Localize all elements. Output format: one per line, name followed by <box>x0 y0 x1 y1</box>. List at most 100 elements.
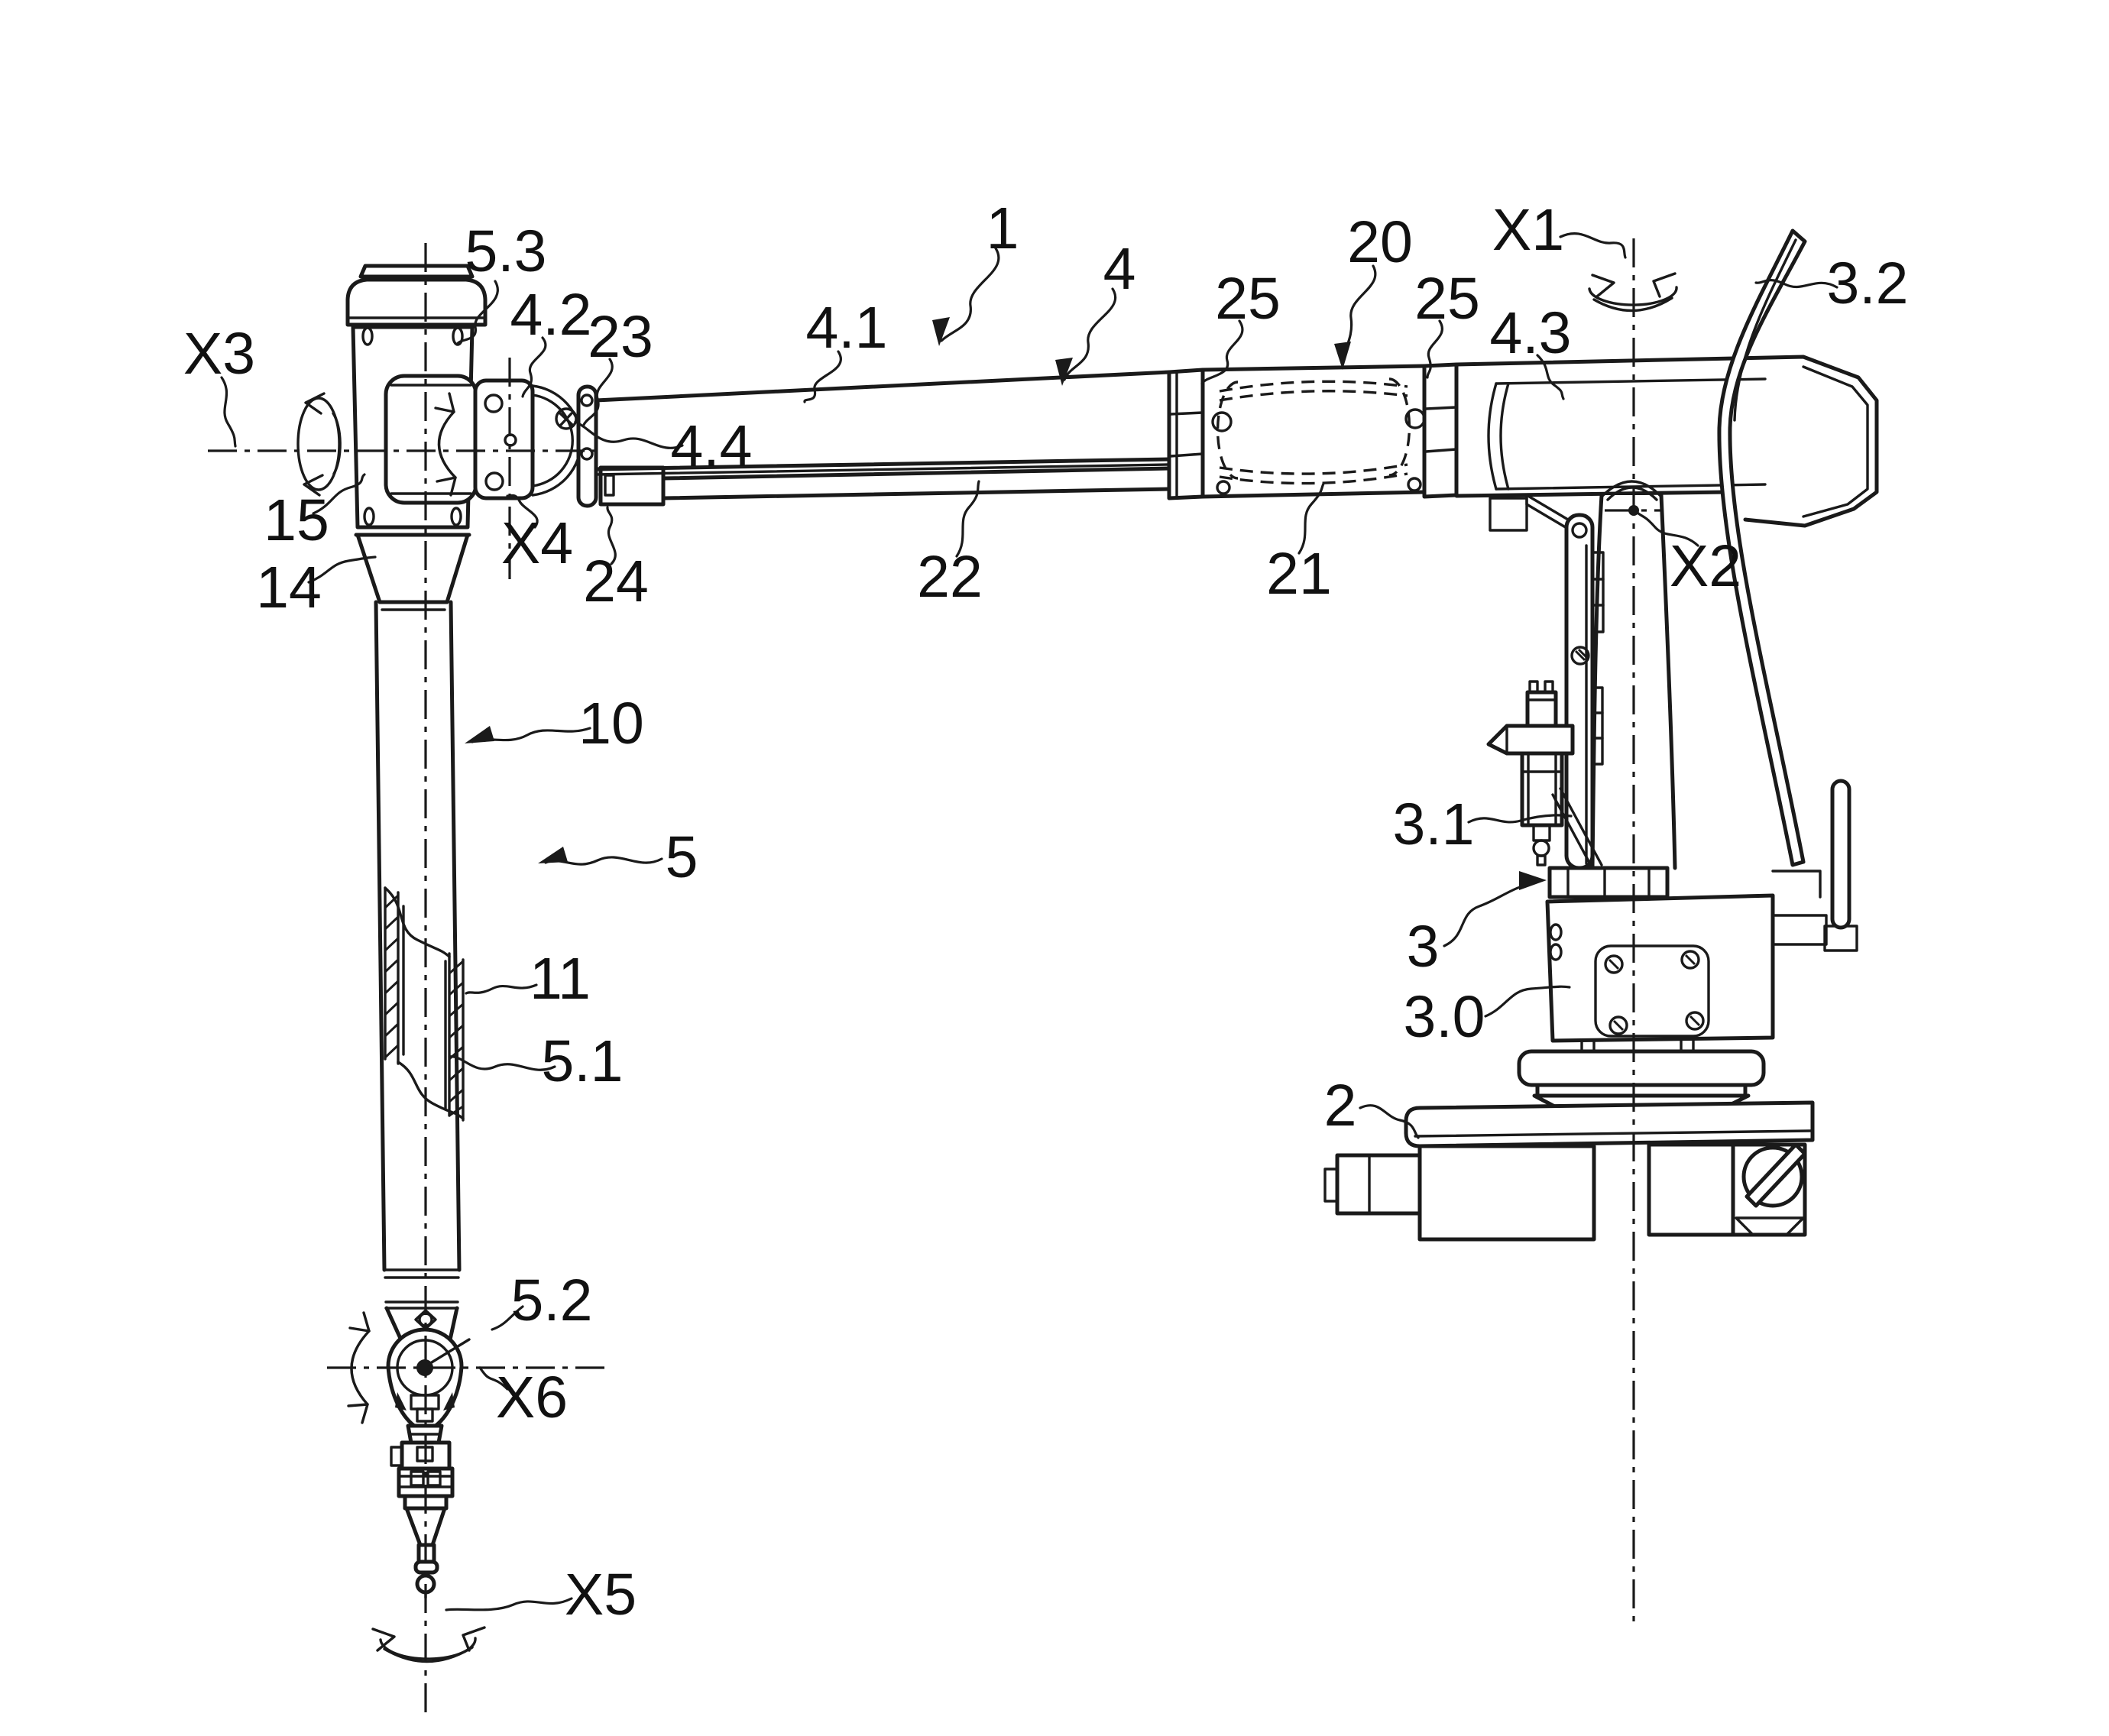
leader-3 <box>1443 880 1539 947</box>
antenna <box>1830 779 1851 930</box>
arrowhead-1 <box>932 317 950 346</box>
probe <box>390 1423 455 1599</box>
side-tab <box>1335 1153 1422 1216</box>
wrist-cone <box>384 1306 459 1346</box>
lower-rod <box>661 466 1171 500</box>
leader-11 <box>465 983 538 995</box>
leader-3.1 <box>1467 814 1573 824</box>
label-25-right: 25 <box>1414 266 1480 332</box>
leader-24 <box>606 506 617 565</box>
leader-25-right <box>1426 319 1443 379</box>
label-24: 24 <box>583 549 649 614</box>
label-15: 15 <box>264 487 329 553</box>
leader-4.1 <box>803 350 842 403</box>
handle-blade <box>1717 228 1807 867</box>
leader-x1 <box>1559 232 1627 259</box>
leader-21 <box>1297 482 1325 555</box>
screw-icon <box>555 407 578 430</box>
leader-3.0 <box>1484 985 1571 1018</box>
label-2: 2 <box>1324 1073 1357 1138</box>
support-column <box>1489 480 1677 870</box>
taper-section <box>354 533 471 604</box>
upper-tube <box>594 370 1171 403</box>
label-5-2: 5.2 <box>510 1268 592 1333</box>
label-3-0: 3.0 <box>1403 984 1485 1050</box>
tripod-head-left <box>1417 1144 1596 1242</box>
cutaway-section <box>384 886 465 1122</box>
base-box <box>1545 893 1775 1043</box>
label-4-2: 4.2 <box>510 282 591 348</box>
leader-x4 <box>506 494 539 529</box>
leader-15 <box>312 473 366 515</box>
base-plate-panel <box>1594 944 1710 1038</box>
leader-5.2 <box>491 1305 524 1331</box>
label-11: 11 <box>530 946 591 1012</box>
vertical-arm <box>347 600 471 1599</box>
arrowhead-20 <box>1334 342 1351 370</box>
bellows-ring-left <box>1167 368 1205 500</box>
tripod-plate <box>1404 1100 1815 1148</box>
label-x3: X3 <box>183 321 255 387</box>
right-housing <box>1454 355 1879 528</box>
label-5-1: 5.1 <box>541 1028 623 1094</box>
label-4-4: 4.4 <box>670 413 752 479</box>
bellows <box>1200 364 1427 499</box>
label-22: 22 <box>917 544 983 610</box>
leader-1 <box>940 247 1000 342</box>
label-25-left: 25 <box>1215 266 1281 332</box>
cap-body <box>345 277 488 327</box>
counterbalance <box>1486 680 1603 873</box>
bellows-ring-right <box>1422 362 1459 499</box>
label-10: 10 <box>578 691 644 756</box>
arrowhead-3 <box>1519 871 1547 890</box>
label-14: 14 <box>256 555 322 620</box>
leader-25-left <box>1200 319 1244 385</box>
label-3: 3 <box>1407 914 1440 980</box>
axis-lines <box>208 238 1663 1718</box>
label-3-2: 3.2 <box>1826 251 1908 316</box>
leader-lines <box>220 232 1838 1611</box>
label-x6: X6 <box>496 1365 568 1430</box>
arm-tube <box>374 600 462 1272</box>
rotation-arrow-x5 <box>371 1626 486 1663</box>
joint-arc <box>531 384 583 497</box>
base-unit <box>1323 779 1858 1242</box>
column-saddle <box>1600 480 1663 501</box>
leader-5.1 <box>448 1055 556 1071</box>
leader-x5 <box>445 1597 573 1611</box>
label-x1: X1 <box>1492 197 1564 263</box>
counterbalance-tip <box>1532 839 1550 857</box>
base-disc <box>1517 1049 1766 1087</box>
label-4: 4 <box>1103 236 1136 302</box>
leader-5.3 <box>455 280 499 346</box>
leader-x6 <box>478 1366 509 1391</box>
housing-outline <box>1454 355 1879 528</box>
label-x2: X2 <box>1670 533 1741 599</box>
counterbalance-bracket <box>1486 724 1575 756</box>
elbow-housing <box>351 325 475 530</box>
rotation-arrow-x3 <box>296 392 342 497</box>
leader-23 <box>582 358 614 426</box>
pivot-block <box>384 374 478 505</box>
label-4-3: 4.3 <box>1489 300 1571 366</box>
panel-screws <box>1604 950 1705 1035</box>
label-21: 21 <box>1266 541 1332 607</box>
handle <box>1717 228 1822 899</box>
antenna-mount <box>1823 925 1858 952</box>
leader-x3 <box>220 376 237 448</box>
tripod-head-right <box>1647 1142 1735 1237</box>
leader-3.2 <box>1754 279 1838 289</box>
leader-2 <box>1359 1104 1420 1139</box>
support-strut <box>1551 787 1603 873</box>
pivot-rotation-arrow <box>437 410 457 479</box>
housing-cap-inner <box>1802 365 1869 518</box>
leader-22 <box>955 480 980 558</box>
elbow-assembly <box>345 264 666 611</box>
knob-handle <box>1745 1142 1807 1208</box>
arrowhead-5 <box>538 847 568 863</box>
antenna-arm <box>1771 914 1828 946</box>
label-23: 23 <box>588 304 653 370</box>
label-x4: X4 <box>501 510 573 576</box>
label-20: 20 <box>1347 209 1413 275</box>
